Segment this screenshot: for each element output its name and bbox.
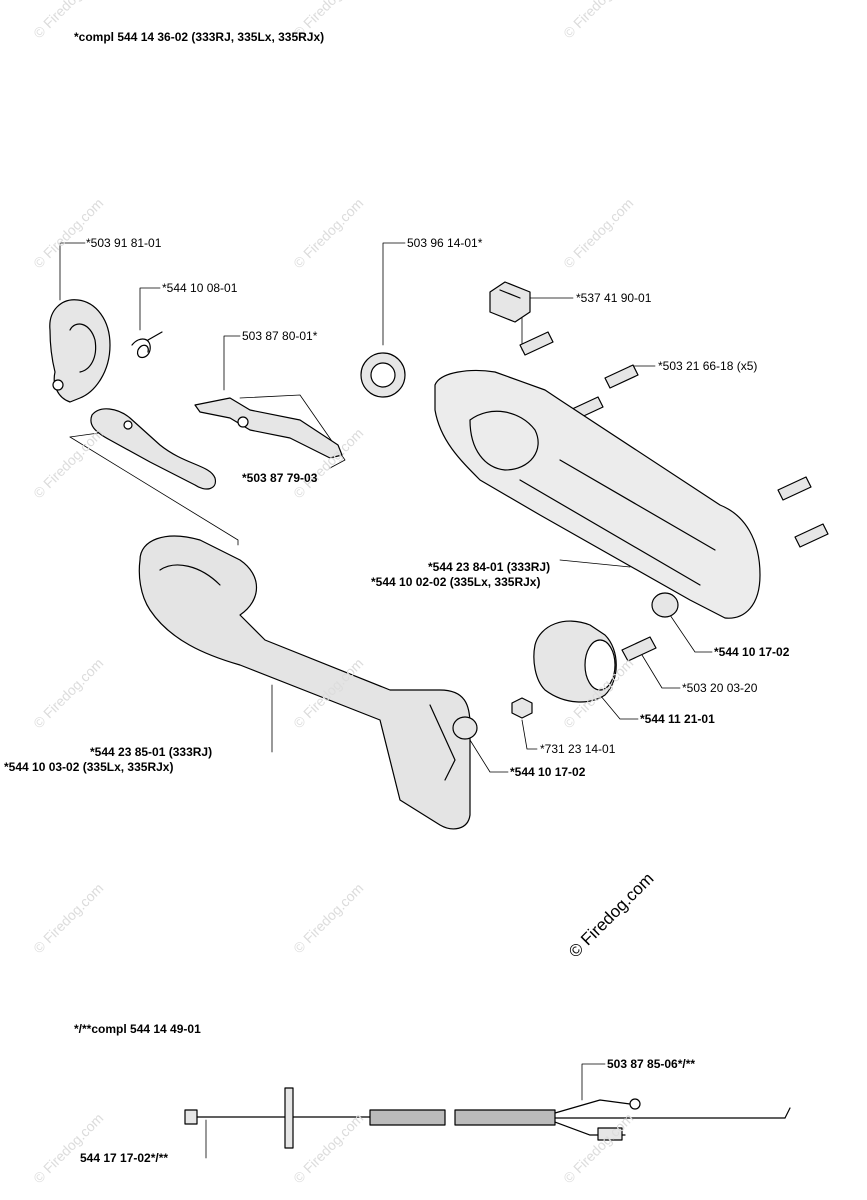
part-label: *544 10 02-02 (335Lx, 335RJx)	[371, 575, 541, 589]
spring-part	[131, 331, 163, 359]
screw-part	[621, 636, 657, 662]
part-label: 503 96 14-01*	[407, 236, 483, 250]
gear-ring-part	[360, 352, 406, 398]
trigger-part	[90, 408, 217, 490]
part-label: *544 10 08-01	[162, 281, 238, 295]
throttle-cable-part	[184, 1087, 791, 1149]
bolts-part	[519, 331, 829, 548]
part-label: *503 21 66-18 (x5)	[658, 359, 758, 373]
small-nut-part	[511, 697, 533, 719]
clamp-half-part	[49, 299, 111, 403]
part-label: *503 91 81-01	[86, 236, 162, 250]
part-label: 544 17 17-02*/**	[80, 1151, 169, 1165]
part-label: *503 87 79-03	[242, 471, 318, 485]
nut-left-part	[452, 716, 478, 740]
part-label: *544 10 17-02	[714, 645, 790, 659]
cable-assembly-title: */**compl 544 14 49-01	[74, 1022, 201, 1036]
assembly-title: *compl 544 14 36-02 (333RJ, 335Lx, 335RJ…	[74, 30, 325, 44]
coupling-part	[533, 620, 617, 703]
part-label: 503 87 80-01*	[242, 329, 318, 343]
part-label: *503 20 03-20	[682, 681, 758, 695]
throttle-lever-part	[194, 397, 343, 459]
nut-right-part	[651, 592, 679, 618]
part-label: *537 41 90-01	[576, 291, 652, 305]
switch-part	[489, 281, 531, 323]
part-label: *544 11 21-01	[640, 712, 715, 726]
part-label: *544 23 84-01 (333RJ)	[428, 560, 551, 574]
part-label: *544 10 17-02	[510, 765, 586, 779]
handle-housing-right-part	[434, 369, 761, 619]
part-label: *544 23 85-01 (333RJ)	[90, 745, 213, 759]
part-label: *731 23 14-01	[540, 742, 616, 756]
part-label: *544 10 03-02 (335Lx, 335RJx)	[4, 760, 174, 774]
part-label: 503 87 85-06*/**	[607, 1057, 696, 1071]
